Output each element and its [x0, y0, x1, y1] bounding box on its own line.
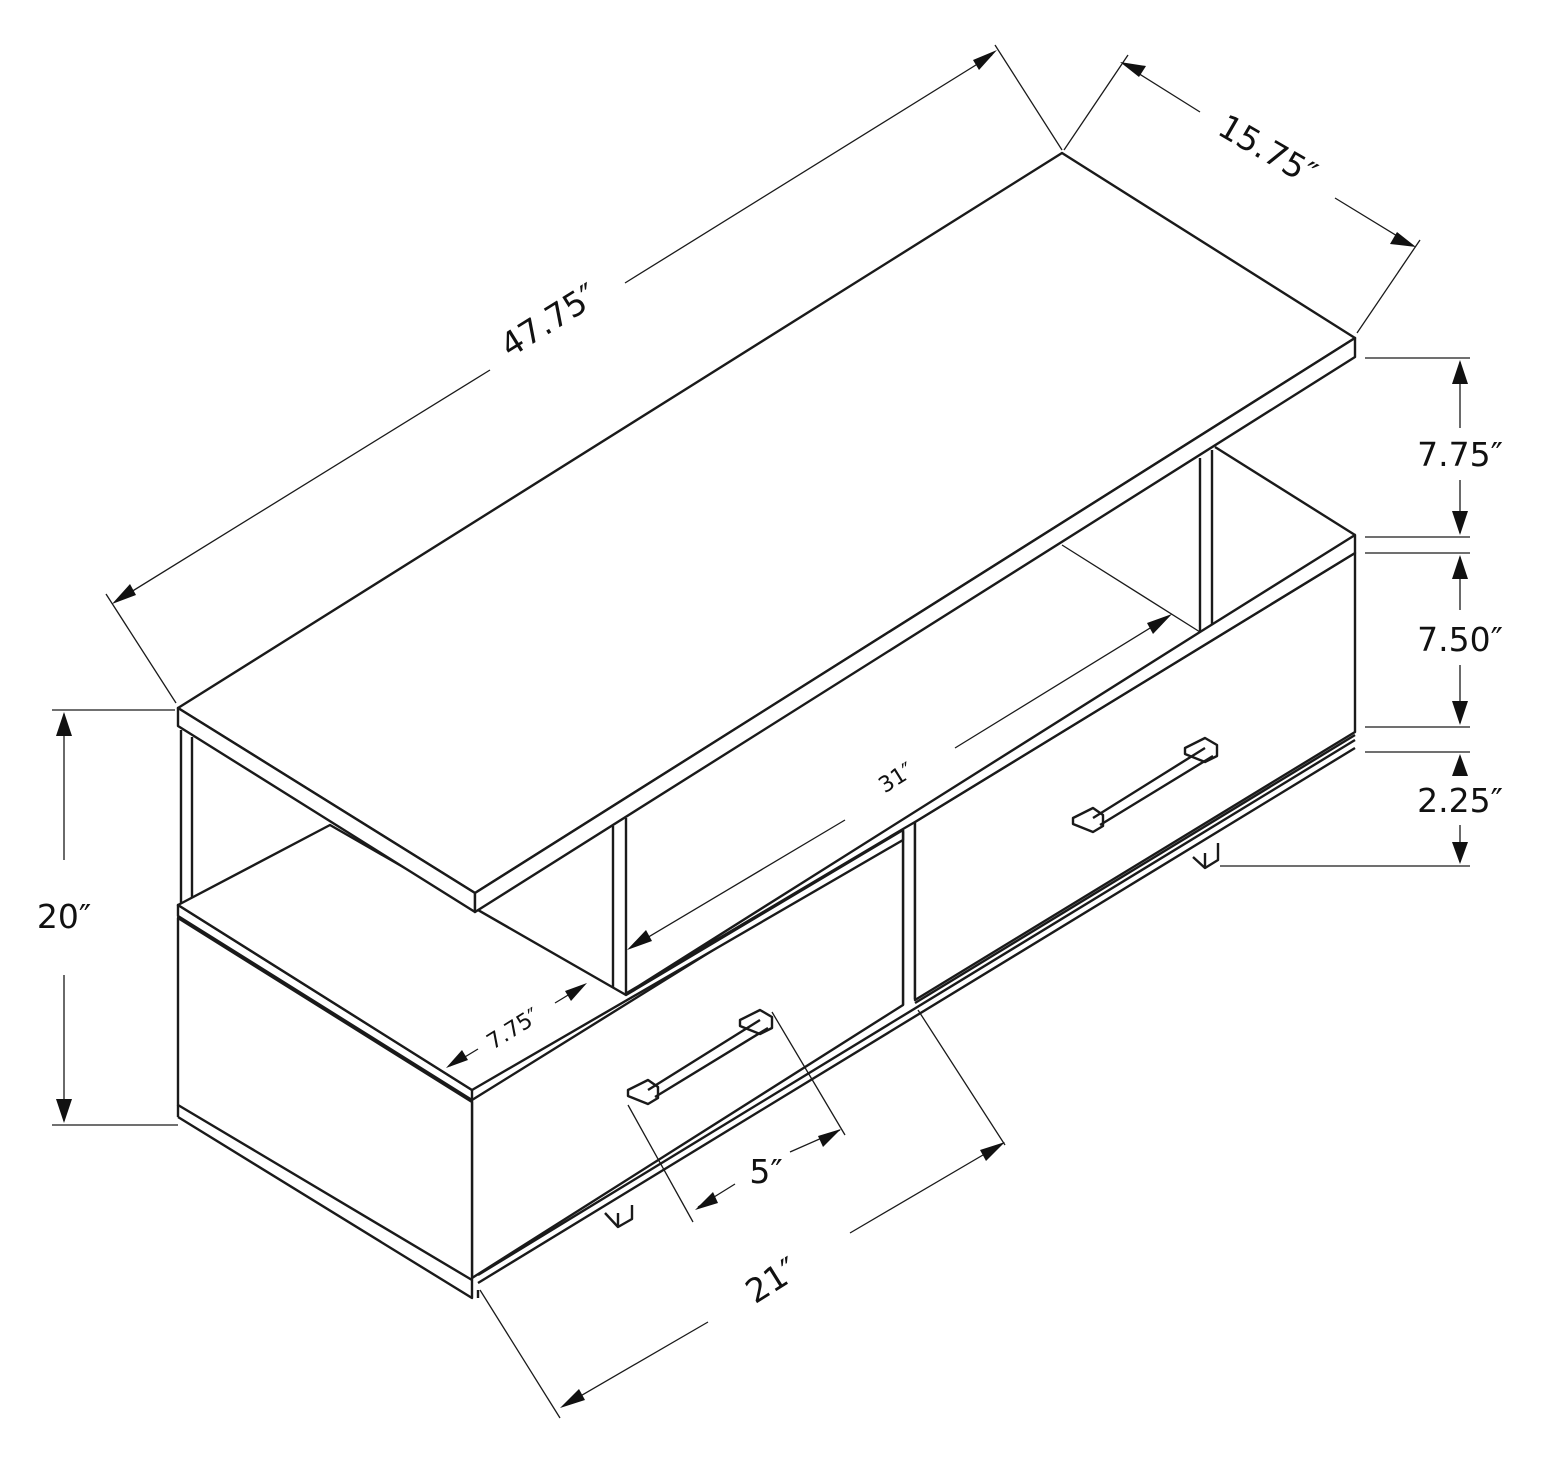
dim-label-inner-span: 31″: [875, 758, 919, 798]
dim-label-top-width: 47.75″: [493, 275, 604, 365]
dim-label-leg-height: 2.25″: [1417, 781, 1503, 820]
dim-label-drawer-height: 7.50″: [1417, 620, 1503, 659]
dim-label-drawer-width: 21″: [739, 1249, 806, 1311]
dim-label-top-depth: 15.75″: [1212, 106, 1324, 193]
dim-label-upper-opening-height: 7.75″: [1417, 435, 1503, 474]
drawer-handle-right: [1071, 736, 1219, 834]
dimension-lines: [52, 44, 1470, 1419]
tv-stand: [176, 151, 1357, 1300]
dim-label-overall-height: 20″: [37, 897, 91, 936]
drawer-handle-left: [626, 1008, 774, 1106]
dim-label-handle-length: 5″: [749, 1152, 782, 1191]
